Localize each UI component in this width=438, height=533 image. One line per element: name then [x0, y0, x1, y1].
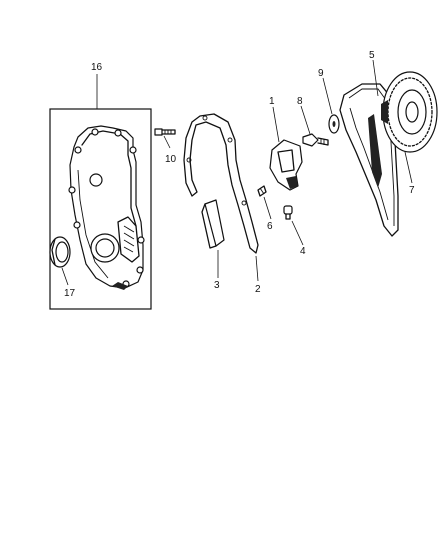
leader-2: [255, 255, 259, 282]
leader-10: [163, 135, 171, 149]
leader-5: [372, 59, 379, 97]
callout-3: 3: [214, 280, 220, 291]
front-crankshaft-seal: [49, 236, 71, 268]
callout-2: 2: [255, 284, 261, 295]
leader-1: [272, 106, 280, 143]
chain-links: [368, 114, 382, 188]
tensioner-pin: [283, 205, 293, 220]
leader-4: [291, 220, 304, 246]
leader-8: [300, 105, 311, 135]
callout-4: 4: [300, 246, 306, 257]
callout-7: 7: [409, 185, 415, 196]
leader-6: [263, 196, 272, 220]
crankshaft-spacer: [201, 199, 225, 249]
timing-cover-callout-box: [49, 108, 152, 310]
callout-16: 16: [91, 62, 103, 73]
callout-8: 8: [297, 96, 303, 107]
timing-cover: [68, 125, 145, 290]
callout-17: 17: [64, 288, 76, 299]
leader-17: [61, 267, 69, 286]
timing-cover-gasket: [183, 113, 259, 254]
callout-6: 6: [267, 221, 273, 232]
callout-10: 10: [165, 154, 177, 165]
camshaft-sprocket: [381, 71, 438, 153]
tensioner-spring: [257, 185, 267, 197]
leader-7: [404, 151, 413, 184]
chain-tensioner: [269, 139, 303, 191]
callout-5: 5: [369, 50, 375, 61]
cover-bolt: [154, 128, 176, 136]
washer: [328, 114, 340, 134]
callout-1: 1: [269, 96, 275, 107]
camshaft-sprocket-bolt: [302, 133, 329, 147]
callout-9: 9: [318, 68, 324, 79]
leader-9: [322, 77, 333, 115]
